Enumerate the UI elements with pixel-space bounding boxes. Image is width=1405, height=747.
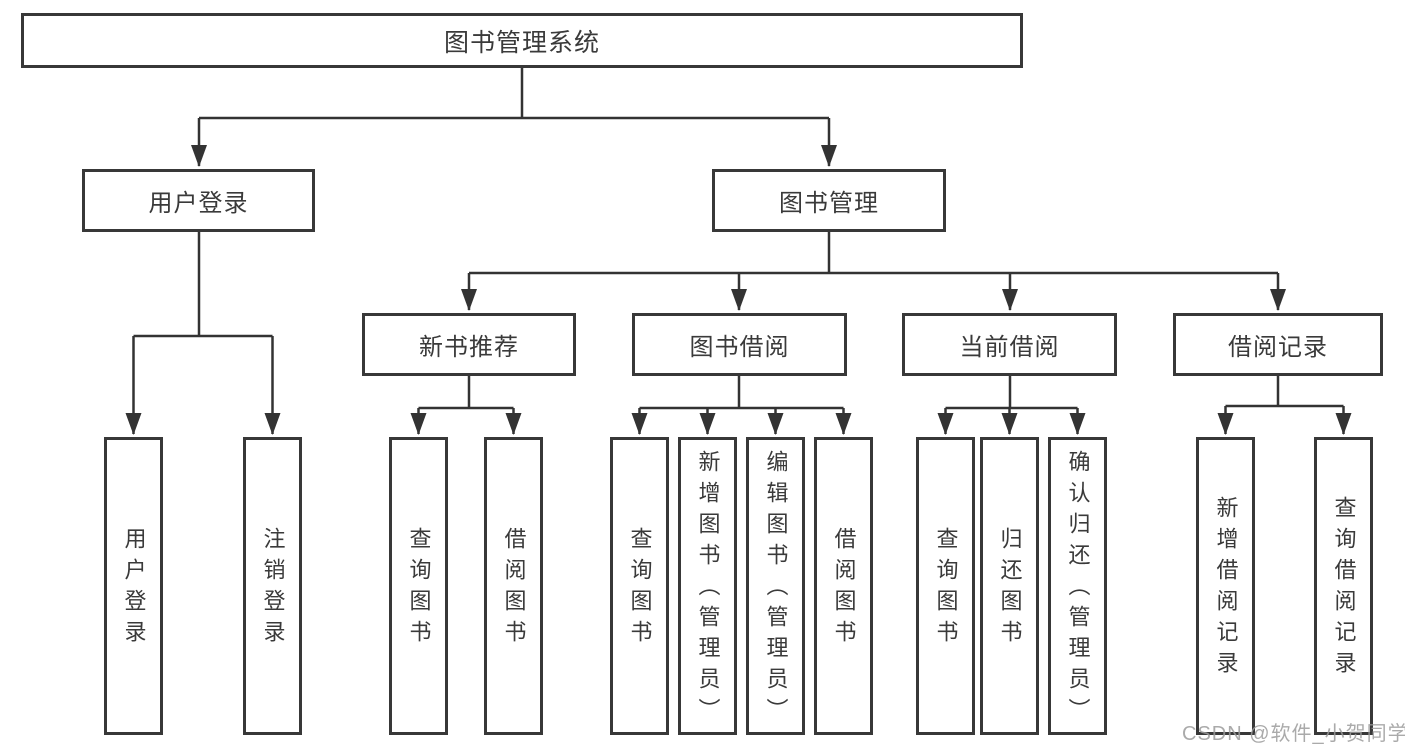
leaf-user-login: 用户登录	[104, 437, 163, 735]
leaf-borrow-books-recommend: 借阅图书	[484, 437, 543, 735]
leaf-confirm-return-admin: 确认归还（管理员）	[1048, 437, 1107, 735]
node-borrow-records: 借阅记录	[1173, 313, 1383, 376]
node-user-login: 用户登录	[82, 169, 315, 232]
leaf-logout: 注销登录	[243, 437, 302, 735]
leaf-query-books-recommend: 查询图书	[389, 437, 448, 735]
leaf-borrow-books: 借阅图书	[814, 437, 873, 735]
node-new-book-recommend: 新书推荐	[362, 313, 576, 376]
leaf-return-book: 归还图书	[980, 437, 1039, 735]
leaf-query-books-current: 查询图书	[916, 437, 975, 735]
leaf-query-borrow-record: 查询借阅记录	[1314, 437, 1373, 735]
leaf-add-book-admin: 新增图书（管理员）	[678, 437, 737, 735]
node-book-management: 图书管理	[712, 169, 946, 232]
leaf-edit-book-admin: 编辑图书（管理员）	[746, 437, 805, 735]
node-library-system: 图书管理系统	[21, 13, 1023, 68]
node-book-borrow: 图书借阅	[632, 313, 847, 376]
leaf-query-books-borrow: 查询图书	[610, 437, 669, 735]
leaf-add-borrow-record: 新增借阅记录	[1196, 437, 1255, 735]
csdn-watermark: CSDN @软件_小贺同学	[1182, 723, 1405, 745]
node-current-borrow: 当前借阅	[902, 313, 1117, 376]
